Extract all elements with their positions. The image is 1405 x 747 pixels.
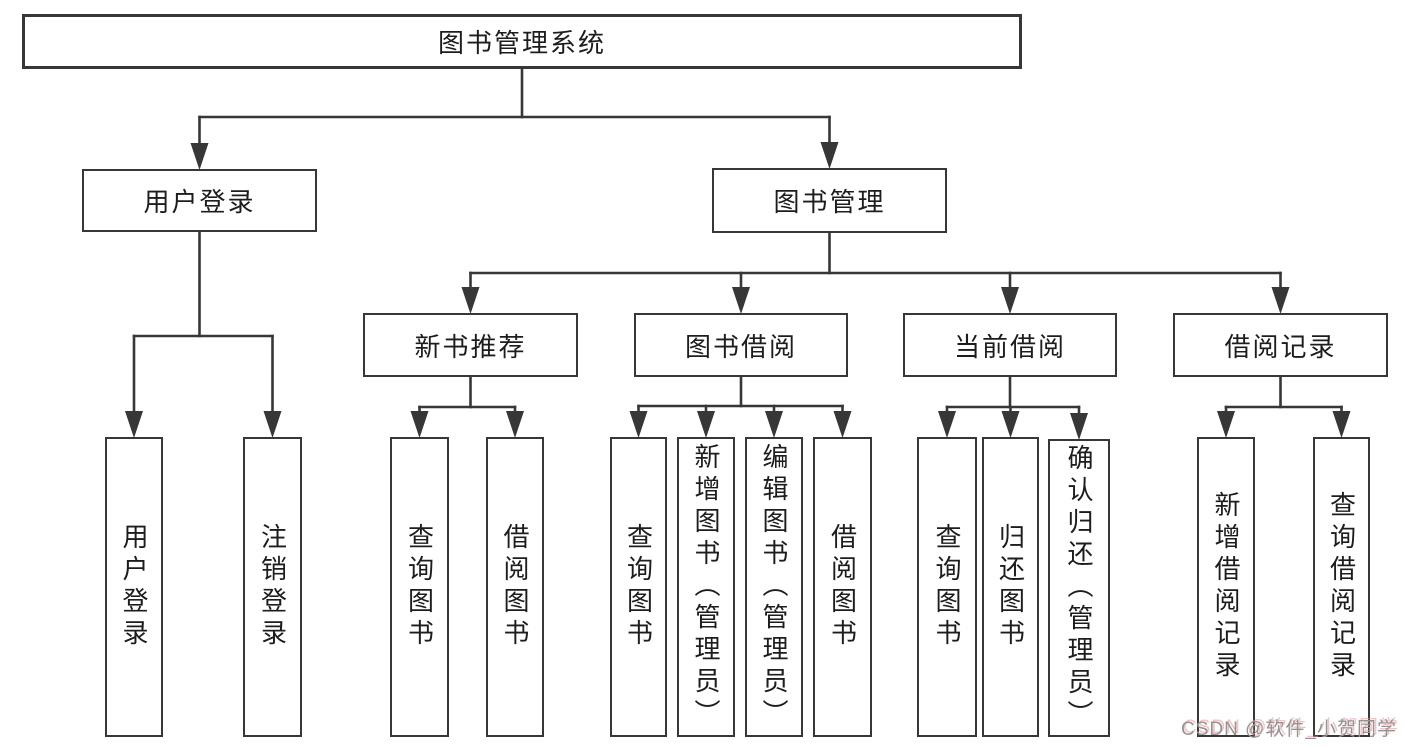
node-mgmt: 图书管理 [712, 168, 947, 233]
arrowhead-icon [629, 411, 648, 438]
arrowhead-icon [833, 411, 852, 438]
watermark-text: CSDN @软件_小贺同学 [1181, 719, 1397, 740]
node-login: 用户登录 [82, 169, 317, 232]
node-rec-add: 新增借阅记录 [1197, 437, 1255, 737]
arrowhead-icon [765, 411, 783, 438]
node-nb-query: 查询图书 [390, 437, 449, 737]
arrowhead-icon [732, 287, 750, 314]
node-bw-add: 新增图书（管理员） [677, 437, 735, 737]
node-label-login: 用户登录 [143, 187, 256, 217]
node-root: 图书管理系统 [22, 14, 1022, 69]
arrowhead-icon [461, 287, 480, 314]
arrowhead-icon [1271, 287, 1290, 314]
node-label-login-v: 用户登录 [119, 523, 149, 651]
node-login-v: 用户登录 [105, 437, 163, 737]
node-label-current: 当前借阅 [953, 331, 1066, 362]
node-bw-query: 查询图书 [610, 437, 667, 737]
arrowhead-icon [697, 411, 715, 438]
node-label-rec-add: 新增借阅记录 [1211, 491, 1241, 683]
node-label-bw-edit: 编辑图书（管理员） [759, 443, 789, 731]
node-rec-query: 查询借阅记录 [1313, 437, 1370, 737]
node-logout-v: 注销登录 [243, 437, 302, 737]
node-label-cur-query: 查询图书 [932, 523, 962, 651]
node-cur-return: 归还图书 [982, 437, 1039, 737]
node-label-bw-query: 查询图书 [623, 523, 654, 651]
node-cur-query: 查询图书 [917, 437, 977, 737]
node-label-nb-borrow: 借阅图书 [500, 523, 530, 651]
node-newbook: 新书推荐 [363, 313, 578, 377]
arrowhead-icon [263, 411, 282, 438]
node-current: 当前借阅 [903, 313, 1117, 377]
arrowhead-icon [1070, 413, 1088, 440]
node-label-cur-return: 归还图书 [995, 523, 1026, 651]
arrowhead-icon [1001, 411, 1020, 438]
node-label-bw-add: 新增图书（管理员） [691, 443, 721, 731]
arrowhead-icon [820, 142, 839, 169]
arrowhead-icon [1332, 411, 1351, 438]
node-label-records: 借阅记录 [1224, 331, 1337, 362]
node-label-logout-v: 注销登录 [257, 523, 288, 651]
arrowhead-icon [1217, 411, 1235, 438]
arrowhead-icon [506, 411, 524, 438]
node-bw-edit: 编辑图书（管理员） [745, 437, 803, 737]
node-bw-borrow: 借阅图书 [813, 437, 872, 737]
node-label-mgmt: 图书管理 [773, 187, 886, 217]
arrowhead-icon [938, 411, 956, 438]
arrowhead-icon [410, 411, 429, 438]
node-label-rec-query: 查询借阅记录 [1326, 491, 1357, 683]
arrowhead-icon [190, 143, 209, 170]
node-label-cur-confirm: 确认归还（管理员） [1064, 444, 1094, 732]
arrowhead-icon [125, 411, 143, 438]
node-label-newbook: 新书推荐 [414, 331, 527, 362]
node-label-root: 图书管理系统 [437, 28, 606, 58]
node-label-bw-borrow: 借阅图书 [827, 523, 858, 651]
node-label-nb-query: 查询图书 [404, 523, 435, 651]
node-nb-borrow: 借阅图书 [486, 437, 544, 737]
arrowhead-icon [1001, 287, 1019, 314]
node-label-borrow: 图书借阅 [684, 331, 797, 362]
node-cur-confirm: 确认归还（管理员） [1048, 439, 1110, 737]
node-records: 借阅记录 [1173, 313, 1388, 377]
node-borrow: 图书借阅 [634, 313, 848, 377]
